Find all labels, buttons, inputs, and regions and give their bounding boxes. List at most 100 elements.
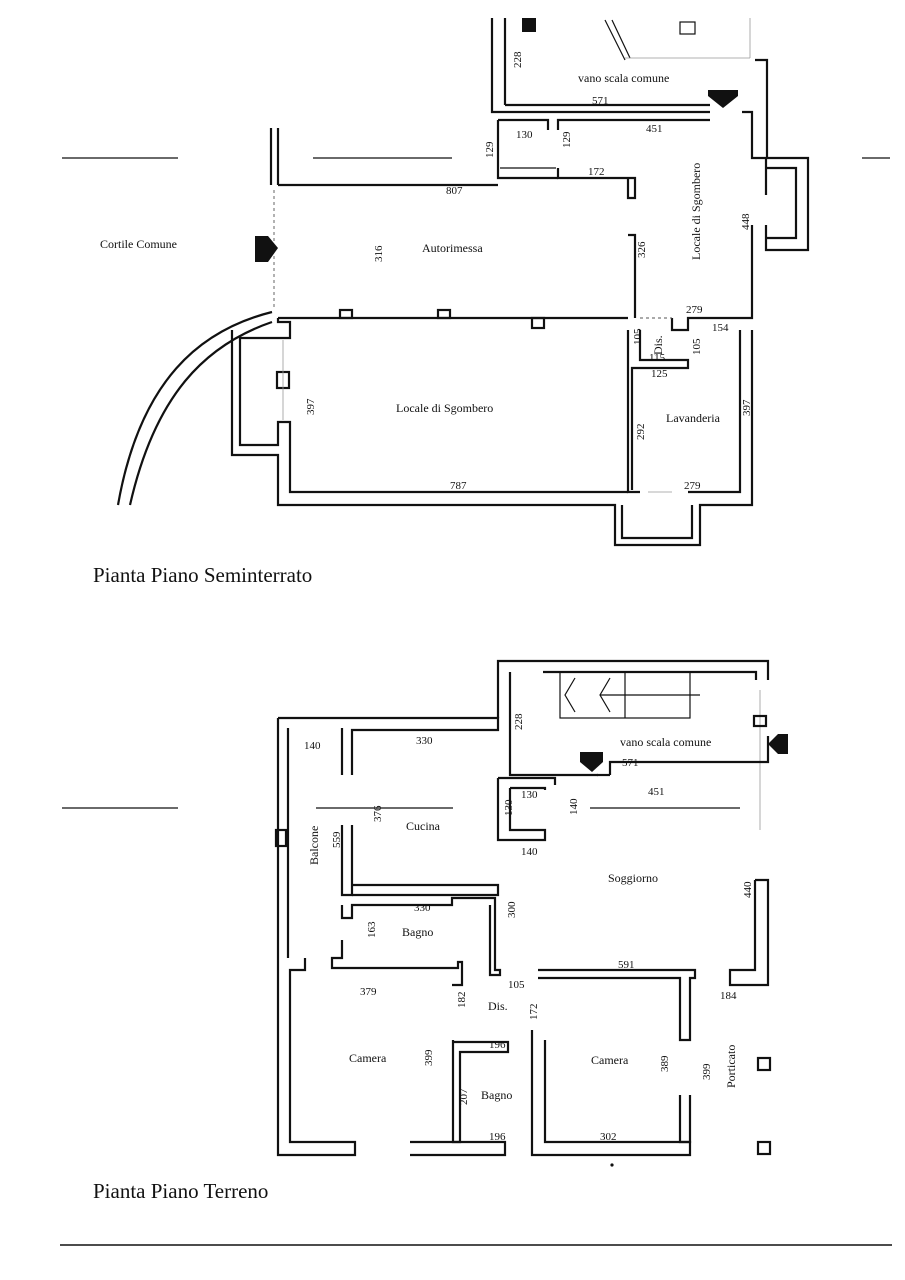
terreno-bath2-outline [451, 1040, 510, 1144]
terreno-dim-399b: 399 [701, 1063, 713, 1080]
semi-dim-154: 154 [712, 322, 729, 334]
terreno-dim-196a: 196 [489, 1039, 506, 1051]
terreno-closet-top [510, 786, 547, 790]
semi-entry-arrow-top [708, 90, 738, 108]
semi-dim-279a: 279 [686, 304, 703, 316]
terreno-dim-140b: 140 [568, 798, 580, 815]
terreno-dim-184: 184 [720, 990, 737, 1002]
semi-laundry-west [626, 330, 640, 494]
semi-stair-box [679, 21, 696, 35]
semi-east-niche [755, 58, 810, 252]
semi-stair-line [604, 19, 626, 61]
terreno-dim-440: 440 [742, 881, 754, 898]
terreno-dim-140a: 140 [304, 740, 321, 752]
semi-corridor-wall [556, 168, 637, 200]
terreno-living-south [538, 968, 697, 1042]
semi-dim-292: 292 [635, 424, 647, 441]
semi-dim-397a: 397 [305, 398, 317, 415]
semi-garage-east-wall [628, 233, 637, 318]
terreno-camera1-outline [276, 958, 357, 1157]
terreno-vano-scala-label: vano scala comune [620, 735, 711, 749]
terreno-stair-top [496, 659, 770, 718]
terreno-dim-130a: 130 [521, 789, 538, 801]
semi-dim-397b: 397 [741, 399, 753, 416]
terreno-bath-outline [340, 896, 502, 977]
terreno-dim-376: 376 [372, 805, 384, 822]
terreno-dim-228: 228 [513, 713, 525, 730]
terreno-closet [496, 778, 547, 842]
terreno-cucina-label: Cucina [406, 819, 441, 833]
terreno-dim-207: 207 [458, 1088, 470, 1105]
semi-dim-571: 571 [592, 95, 609, 107]
terreno-stair-arrow1 [564, 677, 576, 713]
semi-cortile-label: Cortile Comune [100, 237, 177, 251]
terreno-plan-title: Pianta Piano Terreno [93, 1179, 268, 1203]
semi-dim-807: 807 [446, 185, 463, 197]
semi-dis-label: Dis. [651, 335, 665, 355]
terreno-stair-inner [508, 672, 598, 777]
terreno-balcone-label: Balcone [307, 826, 321, 865]
semi-pillar-2 [436, 308, 452, 320]
semi-dim-129a: 129 [484, 141, 496, 158]
terreno-bath-bottom [330, 940, 464, 987]
semi-outer-outline [230, 330, 754, 547]
terreno-living-east [728, 878, 770, 987]
semi-locale-sgombero-label: Locale di Sgombero [396, 401, 493, 415]
terreno-camera2-outline [530, 1030, 692, 1157]
semi-east-wall-top [742, 110, 768, 195]
semi-east-niche-inner [766, 166, 798, 240]
semi-laundry-niche [620, 505, 694, 540]
terreno-stair-bottom [608, 736, 770, 775]
semi-stair-wall-bottom [490, 18, 710, 114]
terreno-dim-559: 559 [331, 831, 343, 848]
semi-entry-arrow-left [255, 236, 278, 262]
semi-dim-326: 326 [636, 241, 648, 258]
terreno-closet-outer-top [498, 776, 557, 785]
semi-corridor-top [556, 118, 710, 130]
terreno-kitchen-west [340, 825, 354, 897]
terreno-dim-330a: 330 [416, 735, 433, 747]
terreno-dim-172: 172 [528, 1004, 540, 1021]
terreno-bagno1-label: Bagno [402, 925, 433, 939]
semi-laundry-east [688, 330, 742, 494]
terreno-soggiorno-label: Soggiorno [608, 871, 658, 885]
semi-dim-125: 125 [651, 368, 668, 380]
semi-dim-105b: 105 [691, 338, 703, 355]
terreno-balcony-pillar [274, 828, 288, 848]
terreno-dim-140c: 140 [521, 846, 538, 858]
terreno-porticato-label: Porticato [724, 1045, 738, 1088]
semi-locale-sgombero-v-label: Locale di Sgombero [689, 163, 703, 260]
semi-stair-line2 [611, 19, 631, 59]
semi-storage-outline [238, 318, 628, 494]
terreno-camera2-east [678, 1095, 692, 1144]
semi-dim-129b: 129 [561, 131, 573, 148]
semi-dim-172: 172 [588, 166, 605, 178]
semi-dim-316: 316 [373, 245, 385, 262]
terreno-plan: vano scala comune Cucina Soggiorno Balco… [62, 659, 788, 1203]
terreno-dis-label: Dis. [488, 999, 508, 1013]
terreno-camera2-label: Camera [591, 1053, 629, 1067]
semi-dim-130: 130 [516, 129, 533, 141]
semi-pillar-1 [338, 308, 354, 320]
semi-small-room-top [498, 118, 550, 130]
semi-dim-105a: 105 [632, 328, 644, 345]
terreno-camera1-south [410, 1140, 507, 1157]
terreno-dim-300: 300 [506, 901, 518, 918]
terreno-porch-pillar-2 [756, 1140, 772, 1156]
terreno-dim-399a: 399 [423, 1049, 435, 1066]
semi-dim-228: 228 [512, 51, 524, 68]
semi-vano-scala-label: vano scala comune [578, 71, 669, 85]
semi-small-room-left [496, 120, 558, 180]
semi-autorimessa-label: Autorimessa [422, 241, 483, 255]
terreno-dim-591: 591 [618, 959, 635, 971]
terreno-dim-196b: 196 [489, 1131, 506, 1143]
terreno-dim-330b: 330 [414, 902, 431, 914]
terreno-camera1-label: Camera [349, 1051, 387, 1065]
terreno-dim-302: 302 [600, 1131, 617, 1143]
terreno-dim-571: 571 [622, 757, 639, 769]
semi-lavanderia-label: Lavanderia [666, 411, 721, 425]
terreno-dim-182: 182 [456, 992, 468, 1009]
semi-plan: vano scala comune Cortile Comune Autorim… [62, 18, 890, 587]
semi-plan-title: Pianta Piano Seminterrato [93, 563, 312, 587]
